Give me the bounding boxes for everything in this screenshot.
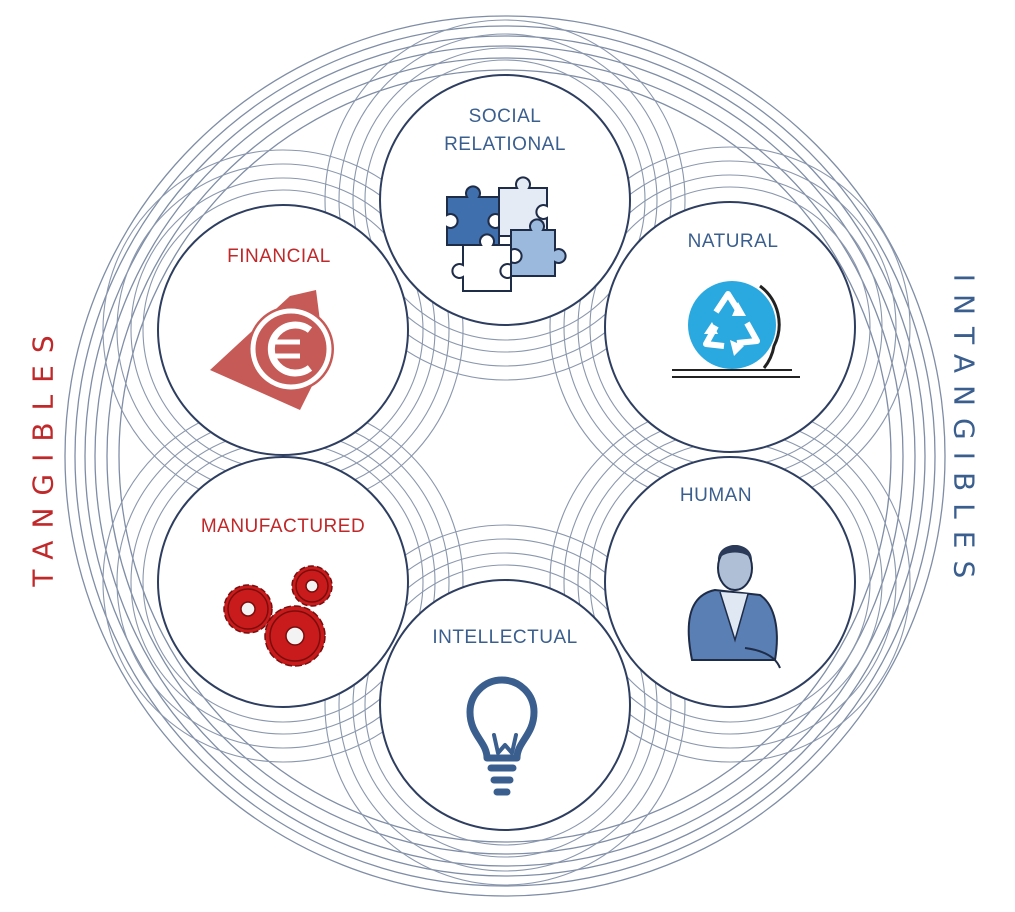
tangibles-label: TANGIBLES	[26, 323, 60, 587]
human-label: HUMAN	[679, 485, 753, 506]
node-circles	[157, 74, 856, 831]
financial-label: FINANCIAL	[227, 246, 331, 267]
halo-rings	[102, 19, 911, 886]
social-label-line2: RELATIONAL	[444, 134, 566, 155]
intellectual-label: INTELLECTUAL	[432, 627, 578, 648]
intellectual-node	[379, 579, 631, 831]
outer-rings	[64, 15, 946, 897]
natural-label: NATURAL	[687, 231, 779, 252]
intangibles-label: INTANGIBLES	[947, 273, 981, 591]
euro-icon	[210, 290, 334, 410]
manufactured-label: MANUFACTURED	[200, 516, 366, 537]
lightbulb-icon	[466, 676, 538, 796]
manufactured-node	[157, 456, 409, 708]
recycle-icon	[672, 281, 800, 378]
social-label-line1: SOCIAL	[468, 106, 542, 127]
gears-icon	[223, 565, 333, 667]
puzzle-icon	[446, 176, 567, 292]
person-icon	[687, 545, 781, 669]
social-label: SOCIAL RELATIONAL	[444, 106, 566, 156]
